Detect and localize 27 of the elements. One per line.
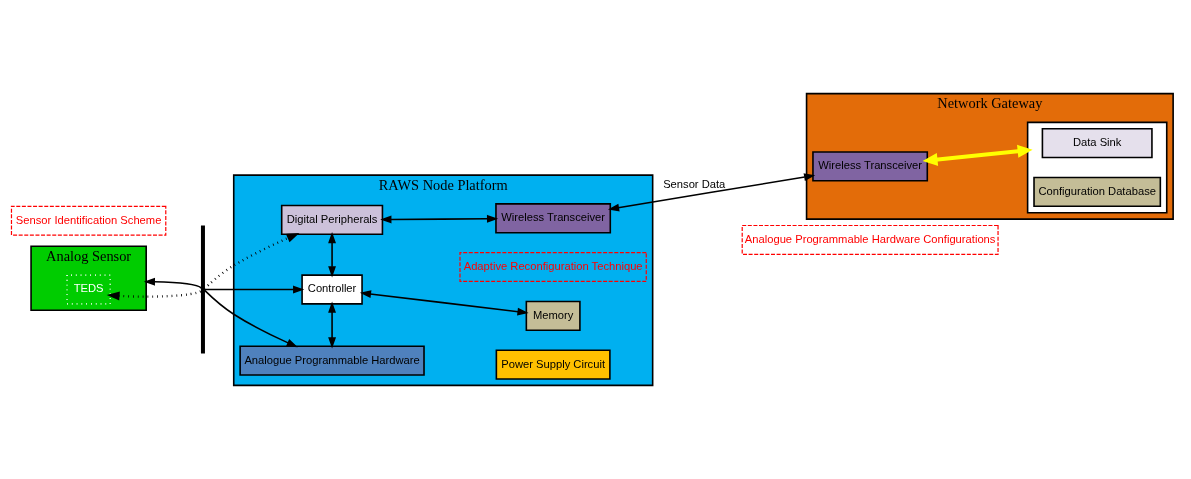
arrow [328,301,336,349]
node-box: Adaptive Reconfiguration Technique [459,252,647,283]
node-box: Power Supply Circuit [495,349,611,380]
arrow [106,289,203,301]
node-box: TEDS [66,274,111,305]
arrow [922,144,1033,167]
node-box: Analogue Programmable Hardware [239,345,425,376]
node-box: Controller [301,274,363,305]
arrow [143,277,203,289]
arrow [203,285,305,294]
arrow [380,214,499,224]
arrow [359,290,529,316]
arrow [203,232,300,290]
arrow [328,231,336,278]
node-box: Data Sink [1041,127,1153,159]
node-box: Digital Peripherals [280,204,384,236]
node-box: Wireless Transceiver [812,151,929,182]
node-box: Analogue Programmable Hardware Configurations [741,224,999,255]
node-box: Wireless Transceiver [495,203,612,234]
edge-label: Sensor Data [663,178,726,191]
node-bar [200,225,205,354]
arrow [203,289,298,348]
node-box: Memory [525,300,581,332]
node-box: Configuration Database [1033,176,1162,208]
arrow [607,173,816,212]
node-box: Sensor Identification Scheme [10,205,167,236]
cluster [1026,121,1168,214]
